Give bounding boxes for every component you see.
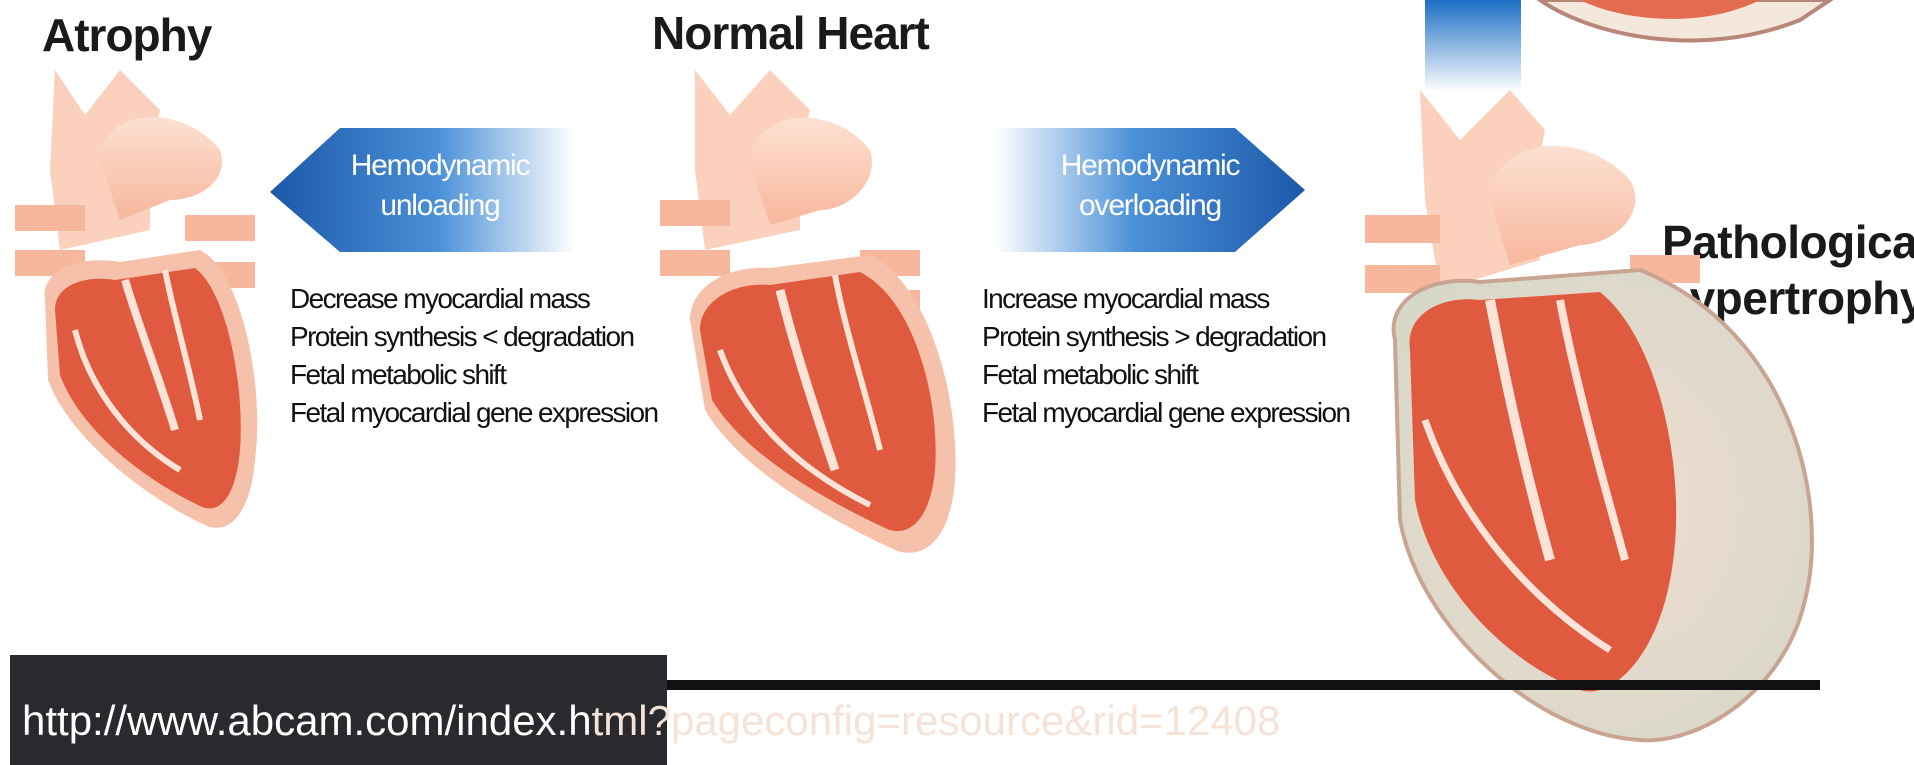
source-url-part1: http://www.abcam.com/index.h [22, 697, 592, 744]
arrow-overloading-label: Hemodynamic overloading [1030, 146, 1270, 226]
effects-overloading-item: Increase myocardial mass [982, 280, 1349, 318]
arrow-overloading-line2: overloading [1030, 186, 1270, 226]
heart-normal-illustration [660, 70, 956, 553]
effects-unloading-item: Fetal myocardial gene expression [290, 394, 657, 432]
arrow-unloading-label: Hemodynamic unloading [325, 146, 555, 226]
arrow-overloading-line1: Hemodynamic [1030, 146, 1270, 186]
baseline-divider [660, 680, 1820, 690]
source-url-link[interactable]: http://www.abcam.com/index.html?pageconf… [22, 697, 1280, 745]
source-url-part2: tml?pageconfig=resource&rid=12408 [592, 697, 1281, 744]
effects-overloading-item: Protein synthesis > degradation [982, 318, 1349, 356]
arrow-unloading-line2: unloading [325, 186, 555, 226]
heart-atrophy-illustration [15, 70, 257, 528]
effects-unloading-item: Fetal metabolic shift [290, 356, 657, 394]
effects-overloading-item: Fetal metabolic shift [982, 356, 1349, 394]
effects-unloading-item: Decrease myocardial mass [290, 280, 657, 318]
arrow-unloading-line1: Hemodynamic [325, 146, 555, 186]
effects-unloading-list: Decrease myocardial mass Protein synthes… [290, 280, 657, 432]
effects-overloading-item: Fetal myocardial gene expression [982, 394, 1349, 432]
heart-hypertrophy-illustration [1365, 0, 1830, 740]
effects-unloading-item: Protein synthesis < degradation [290, 318, 657, 356]
top-arrow-bar [1425, 0, 1521, 92]
effects-overloading-list: Increase myocardial mass Protein synthes… [982, 280, 1349, 432]
